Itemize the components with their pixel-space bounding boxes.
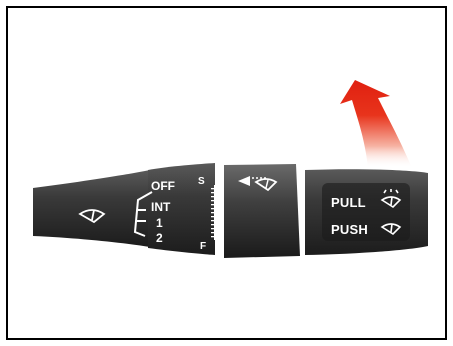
sensitivity-slow-label: S bbox=[198, 177, 205, 187]
curved-arrow-icon bbox=[340, 80, 412, 168]
sensitivity-fast-label: F bbox=[200, 242, 206, 252]
position-off-label: OFF bbox=[151, 180, 175, 192]
position-int-label: INT bbox=[151, 201, 170, 213]
position-2-label: 2 bbox=[156, 232, 163, 244]
push-label: PUSH bbox=[331, 223, 368, 236]
position-1-label: 1 bbox=[156, 217, 163, 229]
pull-label: PULL bbox=[331, 196, 366, 209]
